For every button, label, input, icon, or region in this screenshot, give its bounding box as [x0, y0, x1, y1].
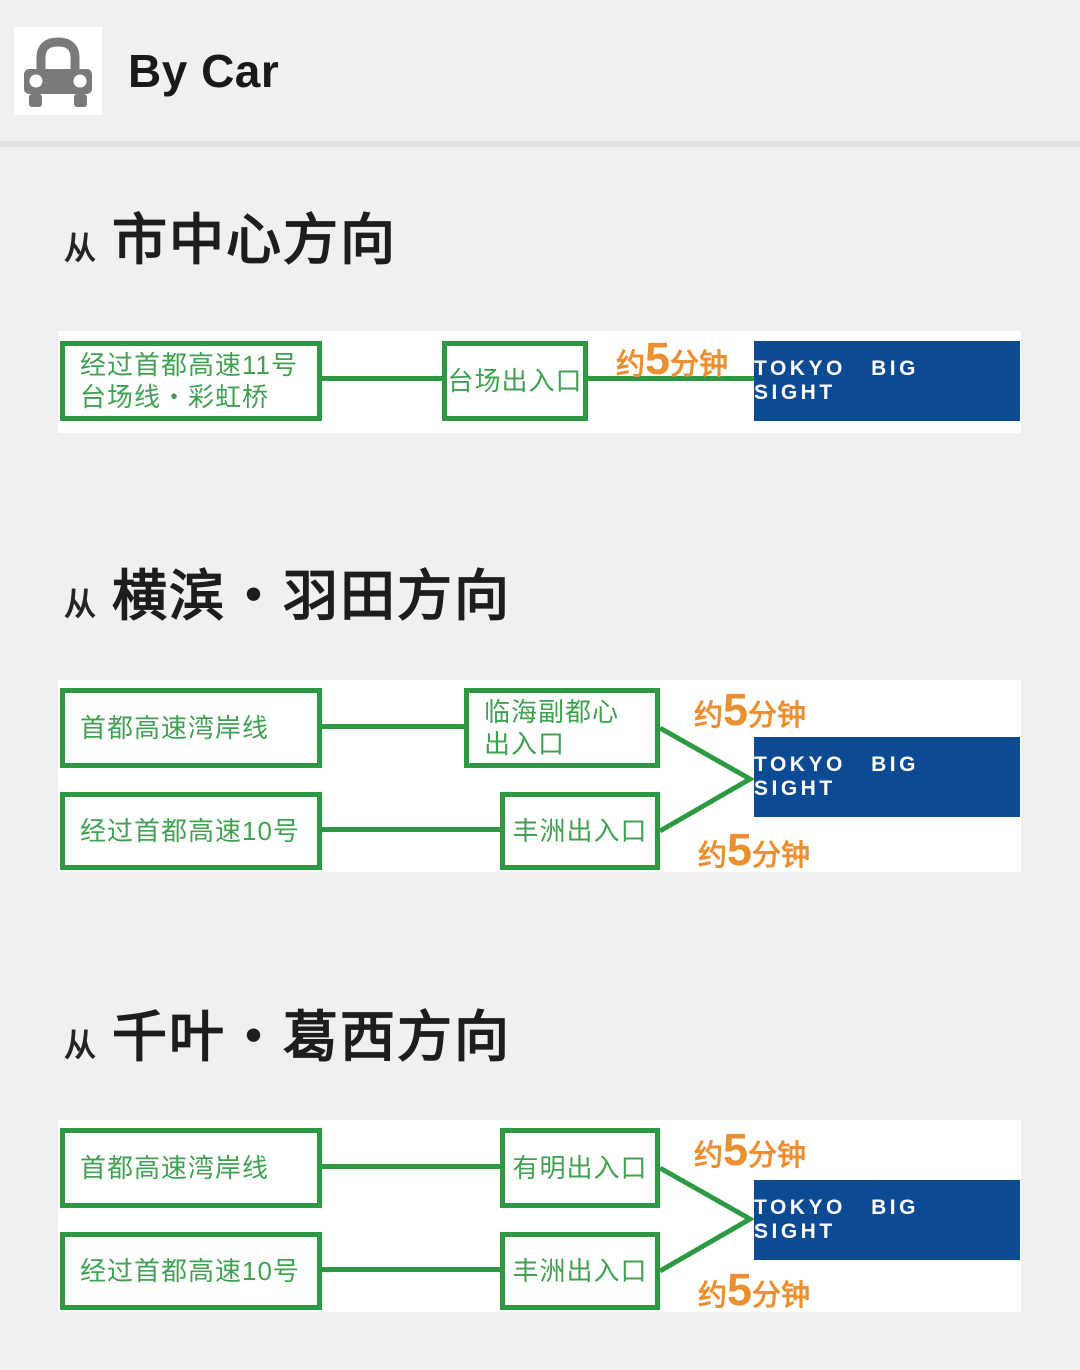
duration-num: 5: [644, 333, 671, 384]
exit-box: 临海副都心 出入口: [464, 688, 660, 768]
exit-box: 丰洲出入口: [500, 792, 660, 870]
heading-prefix: 从: [64, 1027, 97, 1063]
exit-label: 有明出入口: [512, 1153, 648, 1183]
destination-box: TOKYO BIG SIGHT: [754, 1180, 1020, 1260]
connector-line: [322, 1267, 500, 1272]
duration-post: 分钟: [670, 349, 729, 381]
section-heading-city-center: 从 市中心方向: [64, 205, 1080, 275]
route-start-label: 首都高速湾岸线: [80, 1153, 270, 1183]
connector-line: [322, 827, 500, 832]
route-start-box: 经过首都高速10号: [60, 792, 322, 870]
duration-label: 约5分钟: [670, 1124, 830, 1176]
diagram-city-center: 经过首都高速11号 台场线・彩虹桥 台场出入口 约5分钟 TOKYO BIG S…: [58, 331, 1021, 433]
heading-prefix: 从: [64, 230, 97, 266]
duration-num: 5: [722, 1124, 749, 1175]
diagram-yokohama-haneda: 首都高速湾岸线 临海副都心 出入口 经过首都高速10号 丰洲出入口 约5分钟 约…: [58, 680, 1021, 875]
page-title: By Car: [128, 44, 280, 97]
exit-label: 台场出入口: [447, 366, 583, 396]
car-icon: [14, 26, 102, 115]
section-heading-chiba-kasai: 从 千叶・葛西方向: [64, 1002, 1080, 1072]
duration-pre: 约: [693, 1140, 723, 1172]
exit-line1: 临海副都心: [484, 697, 620, 727]
destination-label: TOKYO BIG SIGHT: [754, 753, 919, 800]
exit-line2: 出入口: [484, 729, 566, 759]
connector-line: [588, 376, 754, 381]
duration-pre: 约: [615, 349, 645, 381]
route-start-line2: 台场线・彩虹桥: [80, 382, 270, 412]
route-start-box: 首都高速湾岸线: [60, 1128, 322, 1208]
heading-title: 横滨・羽田方向: [112, 565, 512, 627]
duration-label: 约5分钟: [594, 333, 750, 385]
duration-label: 约5分钟: [674, 824, 834, 876]
duration-pre: 约: [697, 1280, 727, 1312]
connector-line: [322, 724, 464, 729]
duration-num: 5: [726, 1264, 753, 1315]
connector-line: [322, 1164, 500, 1169]
merge-chevron: [658, 1165, 756, 1274]
duration-pre: 约: [693, 700, 723, 732]
exit-label: 丰洲出入口: [512, 816, 648, 846]
route-start-label: 经过首都高速10号: [80, 816, 300, 846]
exit-box: 台场出入口: [442, 341, 588, 421]
route-start-box: 经过首都高速10号: [60, 1232, 322, 1310]
duration-post: 分钟: [748, 1140, 807, 1172]
destination-label: TOKYO BIG SIGHT: [754, 357, 919, 404]
exit-box: 丰洲出入口: [500, 1232, 660, 1310]
duration-num: 5: [726, 824, 753, 875]
duration-post: 分钟: [752, 1280, 811, 1312]
route-start-label: 首都高速湾岸线: [80, 713, 270, 743]
route-start-box: 经过首都高速11号 台场线・彩虹桥: [60, 341, 322, 421]
duration-label: 约5分钟: [670, 684, 830, 736]
heading-title: 市中心方向: [112, 209, 398, 271]
route-start-line1: 经过首都高速11号: [80, 350, 298, 380]
heading-title: 千叶・葛西方向: [112, 1006, 512, 1068]
duration-post: 分钟: [748, 700, 807, 732]
page-header: By Car: [0, 0, 1080, 147]
destination-box: TOKYO BIG SIGHT: [754, 341, 1020, 421]
duration-post: 分钟: [752, 840, 811, 872]
section-heading-yokohama-haneda: 从 横滨・羽田方向: [64, 561, 1080, 631]
duration-pre: 约: [697, 840, 727, 872]
exit-box: 有明出入口: [500, 1128, 660, 1208]
diagram-chiba-kasai: 首都高速湾岸线 有明出入口 经过首都高速10号 丰洲出入口 约5分钟 约5分钟 …: [58, 1120, 1021, 1315]
destination-label: TOKYO BIG SIGHT: [754, 1196, 919, 1243]
duration-num: 5: [722, 684, 749, 735]
connector-line: [322, 376, 442, 381]
route-start-label: 经过首都高速10号: [80, 1256, 300, 1286]
merge-chevron: [658, 725, 756, 834]
route-start-box: 首都高速湾岸线: [60, 688, 322, 768]
exit-label: 丰洲出入口: [512, 1256, 648, 1286]
destination-box: TOKYO BIG SIGHT: [754, 737, 1020, 817]
duration-label: 约5分钟: [674, 1264, 834, 1316]
heading-prefix: 从: [64, 586, 97, 622]
